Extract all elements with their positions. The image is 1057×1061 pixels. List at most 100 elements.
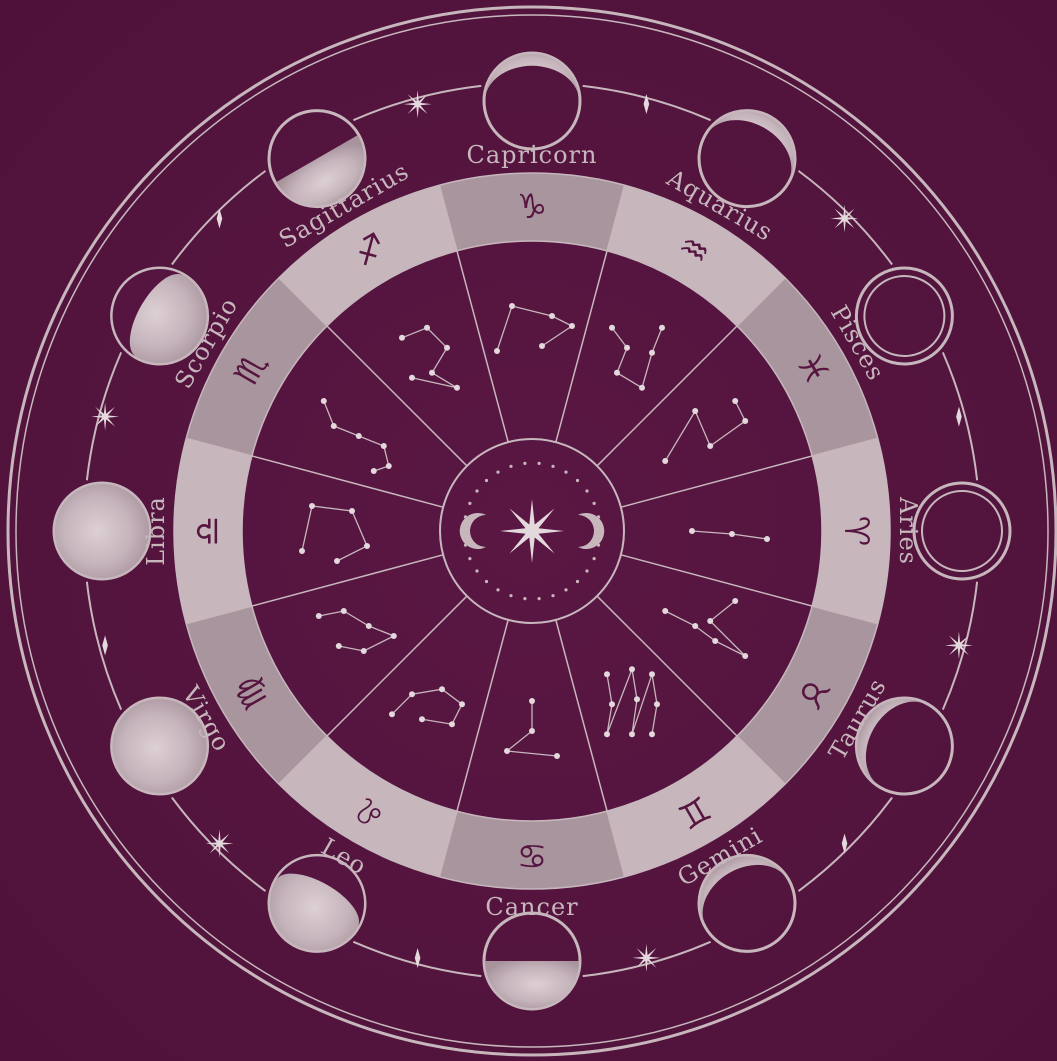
- constellation-star: [732, 398, 738, 404]
- center-dot: [564, 588, 567, 591]
- constellation-star: [399, 335, 405, 341]
- sign-label-aries: Aries: [894, 496, 922, 565]
- constellation-star: [439, 686, 445, 692]
- constellation-star: [639, 385, 645, 391]
- constellation-star: [764, 536, 770, 542]
- center-dot: [538, 462, 541, 465]
- constellation-star: [712, 638, 718, 644]
- constellation-star: [604, 731, 610, 737]
- constellation-star: [707, 618, 713, 624]
- constellation-star: [732, 598, 738, 604]
- constellation-star: [609, 325, 615, 331]
- constellation-star: [549, 313, 555, 319]
- constellation-star: [389, 711, 395, 717]
- constellation-star: [604, 671, 610, 677]
- constellation-star: [742, 418, 748, 424]
- constellation-star: [334, 558, 340, 564]
- center-dot: [468, 557, 471, 560]
- center-dot: [585, 569, 588, 572]
- center-dot: [576, 580, 579, 583]
- libra-glyph-icon: ♎︎: [188, 516, 228, 546]
- constellation-star: [419, 716, 425, 722]
- constellation-star: [356, 433, 362, 439]
- capricorn-glyph-icon: ♑︎: [517, 187, 547, 227]
- center-dot: [509, 465, 512, 468]
- constellation-star: [629, 666, 635, 672]
- sparkle-star-icon: [945, 631, 973, 659]
- sign-label-capricorn: Capricorn: [466, 141, 597, 169]
- constellation-star: [504, 748, 510, 754]
- center-dot: [509, 594, 512, 597]
- constellation-star: [316, 613, 322, 619]
- center-dot: [496, 471, 499, 474]
- constellation-star: [299, 548, 305, 554]
- sparkle-star-icon: [91, 403, 119, 431]
- constellation-star: [336, 643, 342, 649]
- constellation-star: [331, 423, 337, 429]
- constellation-star: [662, 458, 668, 464]
- center-dot: [523, 462, 526, 465]
- constellation-star: [539, 343, 545, 349]
- sparkle-star-icon: [500, 499, 564, 563]
- center-dot: [564, 471, 567, 474]
- constellation-star: [509, 303, 515, 309]
- constellation-star: [654, 701, 660, 707]
- constellation-star: [321, 398, 327, 404]
- constellation-star: [692, 408, 698, 414]
- constellation-star: [341, 608, 347, 614]
- constellation-star: [424, 325, 430, 331]
- center-dot: [576, 479, 579, 482]
- sign-label-cancer: Cancer: [485, 893, 578, 921]
- constellation-star: [371, 468, 377, 474]
- constellation-star: [662, 608, 668, 614]
- constellation-star: [689, 528, 695, 534]
- constellation-star: [459, 701, 465, 707]
- constellation-star: [449, 721, 455, 727]
- constellation-star: [386, 463, 392, 469]
- constellation-star: [361, 648, 367, 654]
- center-dot: [496, 588, 499, 591]
- constellation-star: [529, 728, 535, 734]
- center-dot: [551, 594, 554, 597]
- constellation-star: [364, 543, 370, 549]
- center-dot: [485, 479, 488, 482]
- center-dot: [538, 597, 541, 600]
- constellation-star: [624, 345, 630, 351]
- sparkle-star-icon: [206, 830, 234, 858]
- constellation-star: [409, 375, 415, 381]
- sign-label-libra: Libra: [142, 496, 170, 566]
- center-dot: [585, 489, 588, 492]
- constellation-star: [609, 701, 615, 707]
- center-dot: [593, 502, 596, 505]
- center-dot: [475, 569, 478, 572]
- center-dot: [485, 580, 488, 583]
- constellation-star: [614, 370, 620, 376]
- constellation-star: [649, 350, 655, 356]
- constellation-star: [381, 443, 387, 449]
- sparkle-star-icon: [404, 90, 432, 118]
- constellation-star: [634, 696, 640, 702]
- constellation-star: [409, 691, 415, 697]
- constellation-star: [349, 508, 355, 514]
- center-dot: [551, 465, 554, 468]
- constellation-star: [649, 731, 655, 737]
- constellation-star: [444, 345, 450, 351]
- full-moon-icon: [54, 483, 150, 579]
- constellation-star: [742, 653, 748, 659]
- constellation-star: [649, 671, 655, 677]
- sparkle-star-icon: [831, 205, 859, 233]
- constellation-star: [554, 753, 560, 759]
- moon-disc: [55, 484, 149, 578]
- aries-glyph-icon: ♈︎: [836, 516, 876, 546]
- center-dot: [475, 489, 478, 492]
- constellation-star: [569, 323, 575, 329]
- sparkle-star-icon: [632, 944, 660, 972]
- constellation-star: [309, 503, 315, 509]
- constellation-star: [391, 633, 397, 639]
- constellation-star: [429, 370, 435, 376]
- constellation-star: [529, 698, 535, 704]
- center-dot: [468, 502, 471, 505]
- constellation-star: [692, 623, 698, 629]
- constellation-star: [629, 731, 635, 737]
